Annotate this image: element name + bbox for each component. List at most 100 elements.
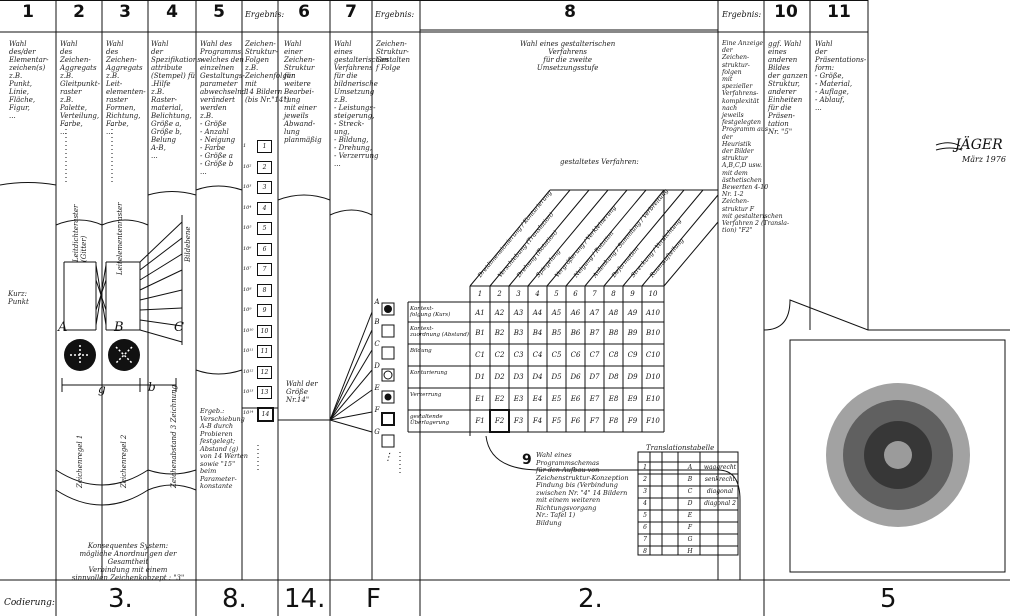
- matrix-column-number: 10: [648, 290, 658, 298]
- matrix-cell: D4: [532, 373, 543, 381]
- matrix-cell: E9: [627, 395, 638, 403]
- label-b-distance: b: [148, 380, 156, 394]
- matrix-column-number: 6: [573, 290, 578, 298]
- matrix-column-number: 9: [630, 290, 635, 298]
- matrix-row-label: gestaltende Überlagerung: [410, 414, 450, 426]
- column-number-3: 3: [119, 2, 131, 22]
- matrix-row-letter: G: [374, 428, 380, 436]
- matrix-row-letter: D: [374, 362, 380, 370]
- matrix-cell: A1: [475, 309, 485, 317]
- translation-cell: E: [687, 512, 693, 519]
- matrix-cell: E8: [608, 395, 619, 403]
- code-value-f: F: [366, 584, 381, 614]
- matrix-cell: B5: [551, 329, 562, 337]
- matrix-column-number: 2: [497, 290, 502, 298]
- matrix-cell: F7: [589, 417, 600, 425]
- matrix-row-label: Kontext- folgung (Kurs): [410, 306, 451, 318]
- matrix-cell: C9: [627, 351, 638, 359]
- label-a: A: [58, 320, 68, 335]
- dot-cloud: [826, 383, 970, 527]
- matrix-cell: B6: [570, 329, 581, 337]
- matrix-cell: D10: [645, 373, 661, 381]
- matrix-cell: F10: [646, 417, 660, 425]
- code-value-3: 3.: [108, 584, 133, 614]
- zeichenregel-1-label: Zeichenregel 1: [76, 434, 84, 488]
- leitelementenraster-label: Leitelementenraster: [116, 202, 124, 275]
- matrix-cell: B8: [608, 329, 619, 337]
- step-box: 5: [257, 222, 272, 235]
- ergebnis-8-text: Eine Anzeige der Zeichen- struktur- folg…: [722, 40, 790, 235]
- ergebnis-label: Ergebnis:: [722, 10, 762, 19]
- matrix-cell: D8: [608, 373, 619, 381]
- step-box: 13: [257, 386, 272, 399]
- matrix-row-label: Bildung: [410, 348, 432, 354]
- column-5-text: Wahl des Programms, welches den einzelne…: [200, 40, 247, 176]
- matrix-cell: F3: [513, 417, 524, 425]
- label-b: B: [114, 320, 124, 335]
- matrix-cell: A10: [646, 309, 660, 317]
- step-box: 4: [257, 201, 272, 215]
- ergebnis-5-text: Zeichen- Struktur- Folgen z.B. Zeichenfo…: [245, 40, 296, 104]
- matrix-cell: A2: [494, 309, 505, 317]
- matrix-cell: E2: [494, 395, 505, 403]
- matrix-cell: E5: [551, 395, 562, 403]
- matrix-cell: F1: [475, 417, 485, 425]
- matrix-row-label: Konturierung: [410, 370, 448, 376]
- matrix-column-number: 4: [535, 290, 540, 298]
- translation-cell: 3: [643, 488, 647, 495]
- signature-date: März 1976: [962, 155, 1006, 164]
- ergebnis-7-text: Zeichen- Struktur- Gestalten f Folge: [376, 40, 411, 72]
- step-box: 8: [257, 283, 272, 297]
- step-exponent: 10¹⁴: [243, 409, 254, 416]
- ergebnis-label: Ergebnis:: [245, 10, 285, 19]
- step-box: 10: [257, 324, 272, 338]
- matrix-cell: B4: [532, 329, 543, 337]
- column-number-1: 1: [22, 2, 34, 22]
- matrix-column-number: 3: [516, 290, 521, 298]
- translation-cell: 6: [643, 524, 647, 531]
- step-box: 11: [257, 345, 272, 358]
- translation-cell: H: [687, 548, 693, 555]
- ergebnis-label: Ergebnis:: [375, 10, 415, 19]
- zeichenregel-2-label: Zeichenregel 2: [120, 434, 128, 488]
- matrix-cell: C10: [645, 351, 661, 359]
- matrix-cell: E4: [532, 395, 543, 403]
- step-box: 2: [257, 160, 272, 174]
- step-exponent: 10⁷: [243, 266, 252, 272]
- column-10-text: ggf. Wahl eines anderen Bildes der ganze…: [768, 40, 808, 136]
- step-exponent: 10⁴: [243, 204, 252, 211]
- matrix-cell: F5: [551, 417, 562, 425]
- column-6-text: Wahl einer Zeichen- Struktur für weitere…: [284, 40, 322, 144]
- translation-cell: waagrecht: [703, 464, 737, 471]
- step-box: 7: [257, 263, 272, 276]
- matrix-cell: D3: [513, 373, 524, 381]
- column-number-7: 7: [345, 2, 357, 22]
- step-exponent: 10¹²: [243, 368, 254, 375]
- column-number-5: 5: [213, 2, 225, 22]
- matrix-cell: D1: [474, 373, 486, 381]
- matrix-row-letter: B: [374, 318, 380, 326]
- matrix-cell: E1: [475, 395, 485, 403]
- column-7-text: Wahl eines gestalterischen Verfahrens fü…: [334, 40, 389, 168]
- nine-text: Wahl eines Programmschemas für den Aufba…: [536, 451, 629, 527]
- matrix-cell: A7: [589, 309, 600, 317]
- matrix-cell: B9: [627, 329, 638, 337]
- step-exponent: 10²: [243, 163, 252, 170]
- translation-cell: 1: [643, 464, 647, 471]
- column-3-text: Wahl des Zeichen- Aggregats z.B. Leit- e…: [106, 40, 146, 136]
- translation-cell: D: [687, 500, 693, 507]
- column-number-2: 2: [73, 2, 85, 22]
- matrix-cell: D9: [627, 373, 638, 381]
- matrix-row-label: Verzerrung: [410, 392, 442, 398]
- bottom-note: Konsequentes System: mögliche Anordnunge…: [71, 542, 185, 582]
- matrix-cell: B10: [645, 329, 661, 337]
- translation-cell: 8: [643, 548, 647, 555]
- matrix-cell: D2: [494, 373, 505, 381]
- matrix-row-letter: C: [374, 340, 380, 348]
- matrix-cell: E6: [570, 395, 581, 403]
- matrix-column-number: 1: [477, 290, 483, 298]
- step-box: 14: [257, 406, 274, 422]
- translation-cell: diagonal 2: [704, 500, 736, 507]
- translation-cell: G: [687, 536, 693, 543]
- matrix-cell: E3: [513, 395, 524, 403]
